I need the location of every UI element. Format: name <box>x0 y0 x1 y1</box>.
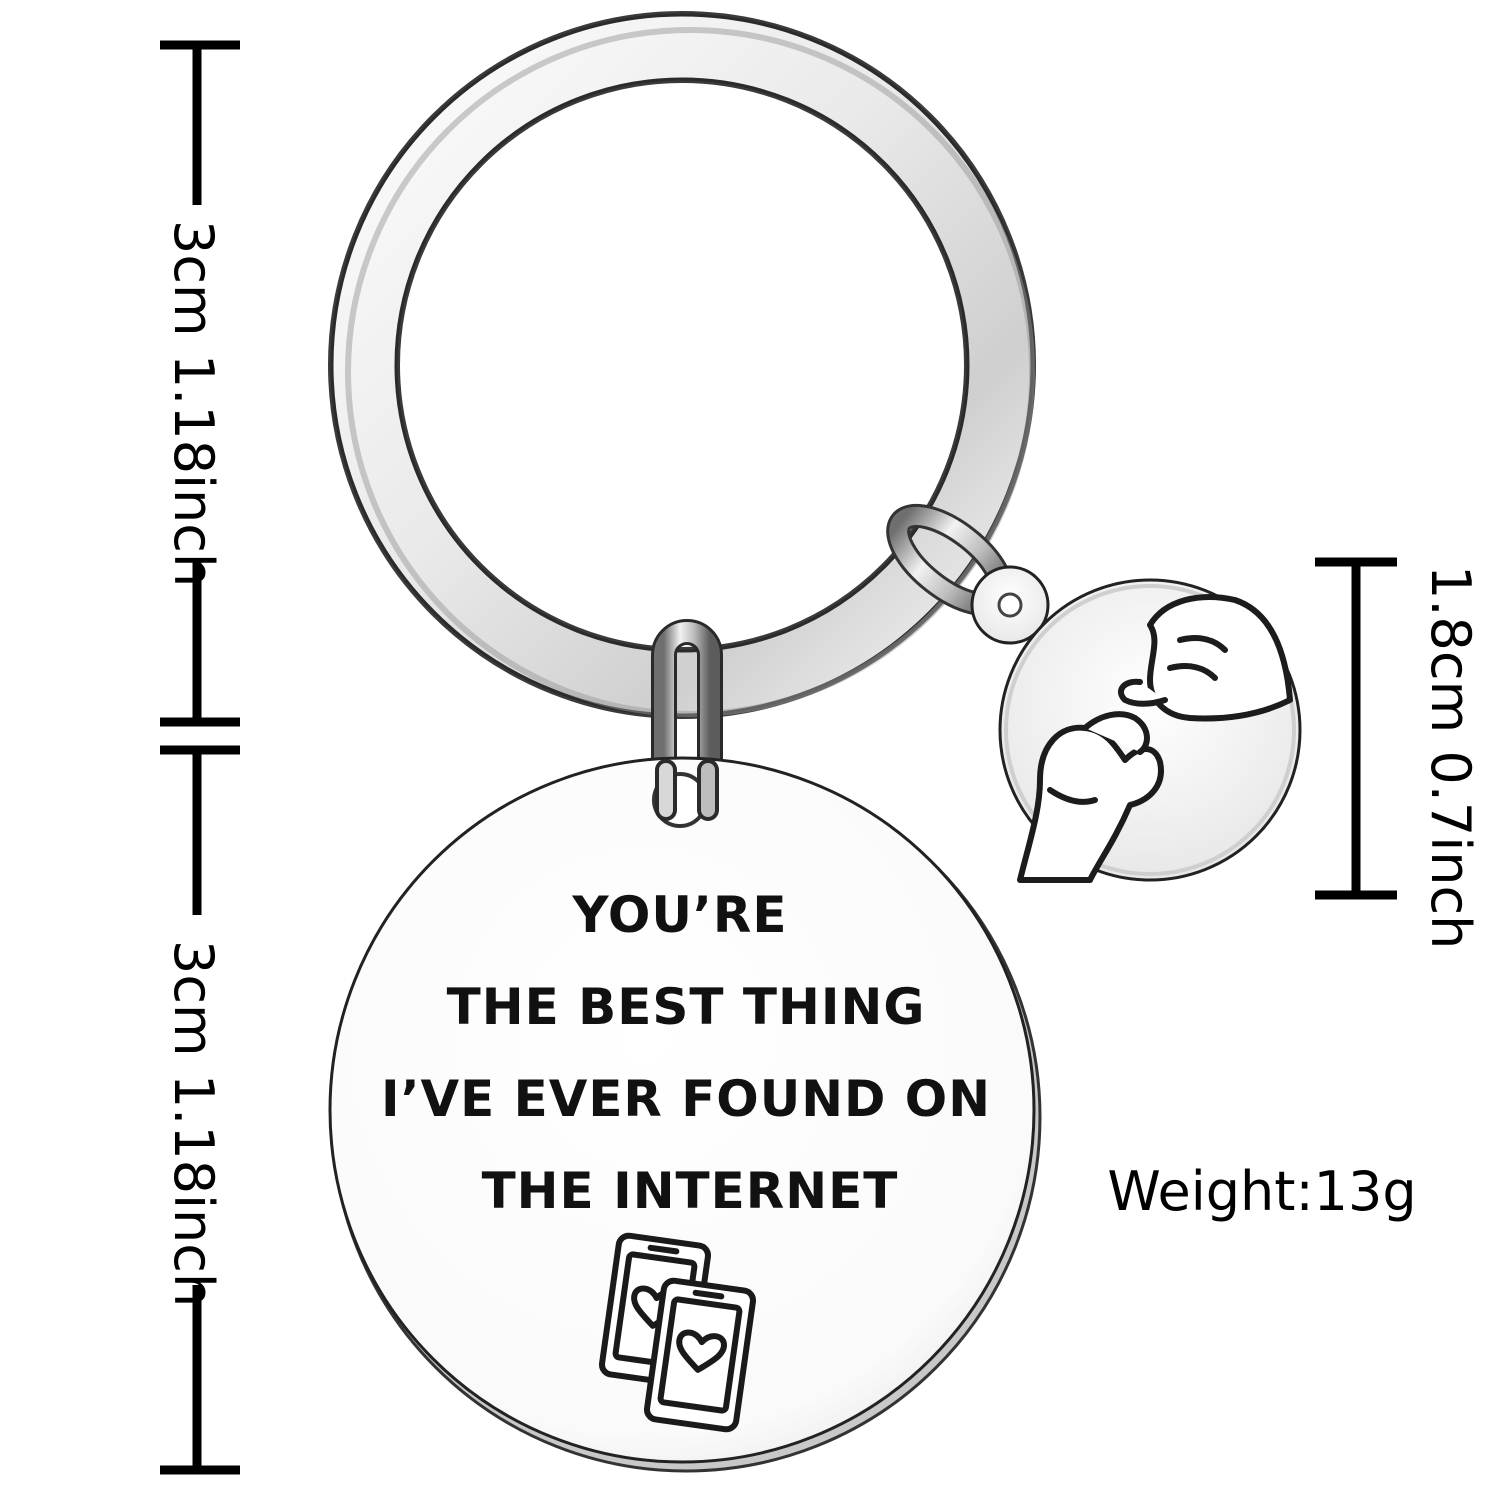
pinky-promise-hands-icon <box>1017 594 1293 883</box>
two-phones-with-hearts-icon <box>598 1232 757 1433</box>
engraving-line-4: THE INTERNET <box>482 1162 899 1220</box>
engraving-line-3: I’VE EVER FOUND ON <box>381 1070 991 1128</box>
engraving-line-2: THE BEST THING <box>447 978 926 1036</box>
split-key-ring <box>328 11 1036 719</box>
engraving-line-1: YOU’RE <box>571 886 787 944</box>
tag-height-label: 3cm 1.18inch <box>162 940 225 1307</box>
weight-label: Weight:13g <box>1107 1160 1416 1223</box>
charm-dimension-marker <box>1315 557 1397 900</box>
ring-height-label: 3cm 1.18inch <box>162 220 225 587</box>
tag-dimension-marker <box>160 745 240 1475</box>
ring-dimension-marker <box>160 40 240 727</box>
pinky-promise-charm <box>886 503 1302 883</box>
charm-height-label: 1.8cm 0.7inch <box>1419 565 1482 949</box>
engraved-tag: YOU’RE THE BEST THING I’VE EVER FOUND ON… <box>328 756 1042 1473</box>
